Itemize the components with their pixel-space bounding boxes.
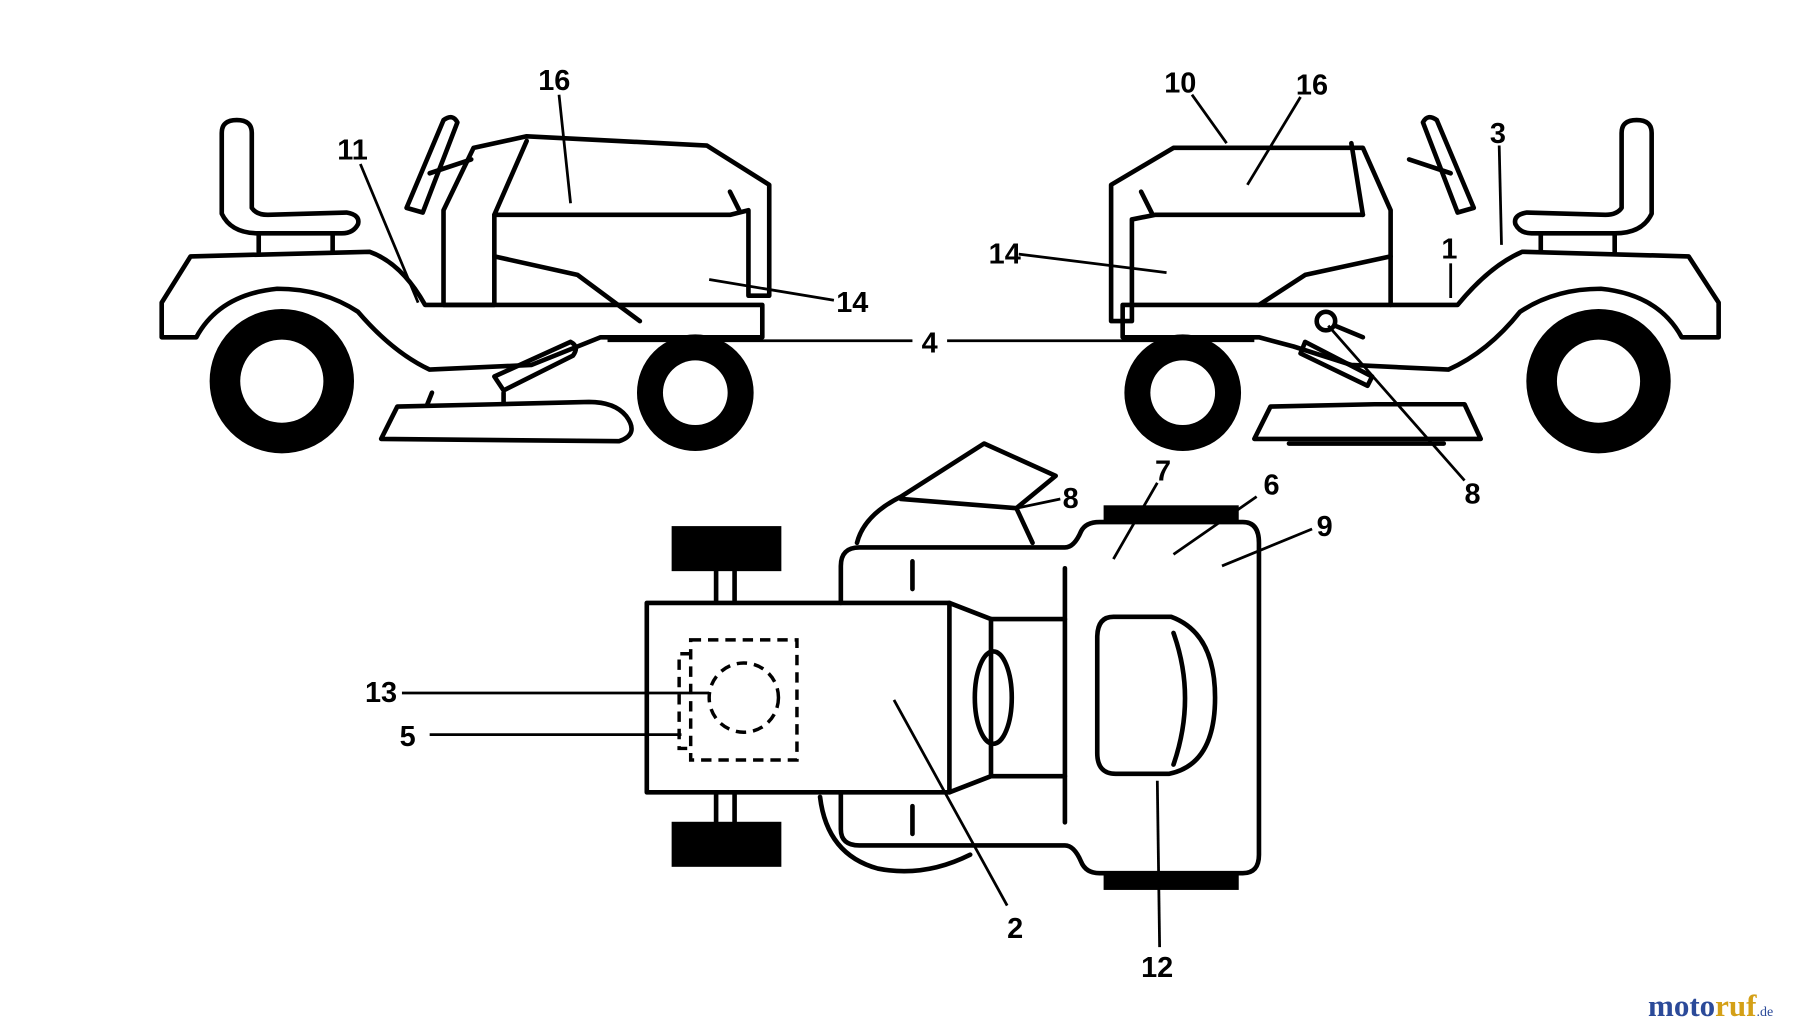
- callout-7: 7: [1155, 455, 1171, 487]
- callout-8-top: 8: [1063, 483, 1079, 515]
- front-tyre-top-upper: [671, 526, 782, 572]
- callout-12: 12: [1141, 952, 1173, 984]
- seat-left: [219, 117, 361, 236]
- callout-14-right: 14: [989, 238, 1021, 270]
- tractor-right-side-view: [947, 93, 1721, 482]
- callout-16-right: 16: [1296, 70, 1328, 102]
- mower-deck-left: [378, 399, 634, 444]
- hood-left: [441, 133, 772, 308]
- mower-deck-right: [1252, 401, 1484, 442]
- seat-top: [1094, 614, 1218, 777]
- rear-tyre-top-upper: [1103, 505, 1239, 523]
- svg-text:motoruf.de: motoruf.de: [1648, 988, 1773, 1023]
- front-tyre-top-lower: [671, 821, 782, 867]
- callout-1: 1: [1441, 234, 1457, 266]
- callout-11: 11: [337, 134, 368, 166]
- callout-2: 2: [1007, 913, 1023, 945]
- callout-6: 6: [1264, 469, 1280, 501]
- watermark-ruf: ruf: [1715, 988, 1757, 1023]
- callout-4: 4: [922, 327, 938, 359]
- frame-top: [838, 519, 1262, 876]
- callout-16-left: 16: [538, 65, 570, 97]
- watermark-de: .de: [1756, 1005, 1773, 1020]
- steering-wheel-right: [1420, 114, 1477, 215]
- callout-14-left: 14: [836, 287, 868, 319]
- watermark-logo: motoruf.de: [1648, 988, 1773, 1023]
- callout-8-right: 8: [1465, 479, 1481, 511]
- callout-10: 10: [1164, 67, 1196, 99]
- tractor-left-side-view: [159, 94, 913, 454]
- hood-right: [1108, 145, 1393, 324]
- callout-numbers: 16 11 14 4 10 16 3 1 14 8 8 7 6 9 13 5 2…: [337, 65, 1506, 984]
- callout-5: 5: [400, 721, 416, 753]
- callout-13: 13: [365, 677, 397, 709]
- callout-9: 9: [1317, 511, 1333, 543]
- rear-fender-left: [159, 249, 765, 372]
- rear-tyre-top-lower: [1103, 872, 1239, 890]
- watermark-moto: moto: [1648, 988, 1715, 1023]
- rear-fender-right: [1120, 249, 1721, 372]
- hood-top: [644, 600, 952, 795]
- steering-wheel-left: [404, 114, 460, 215]
- lever-knob-right: [1314, 309, 1338, 333]
- tractor-top-view: [401, 441, 1313, 948]
- seat-right: [1512, 117, 1654, 236]
- discharge-chute-top: [854, 441, 1058, 546]
- callout-3: 3: [1490, 118, 1506, 150]
